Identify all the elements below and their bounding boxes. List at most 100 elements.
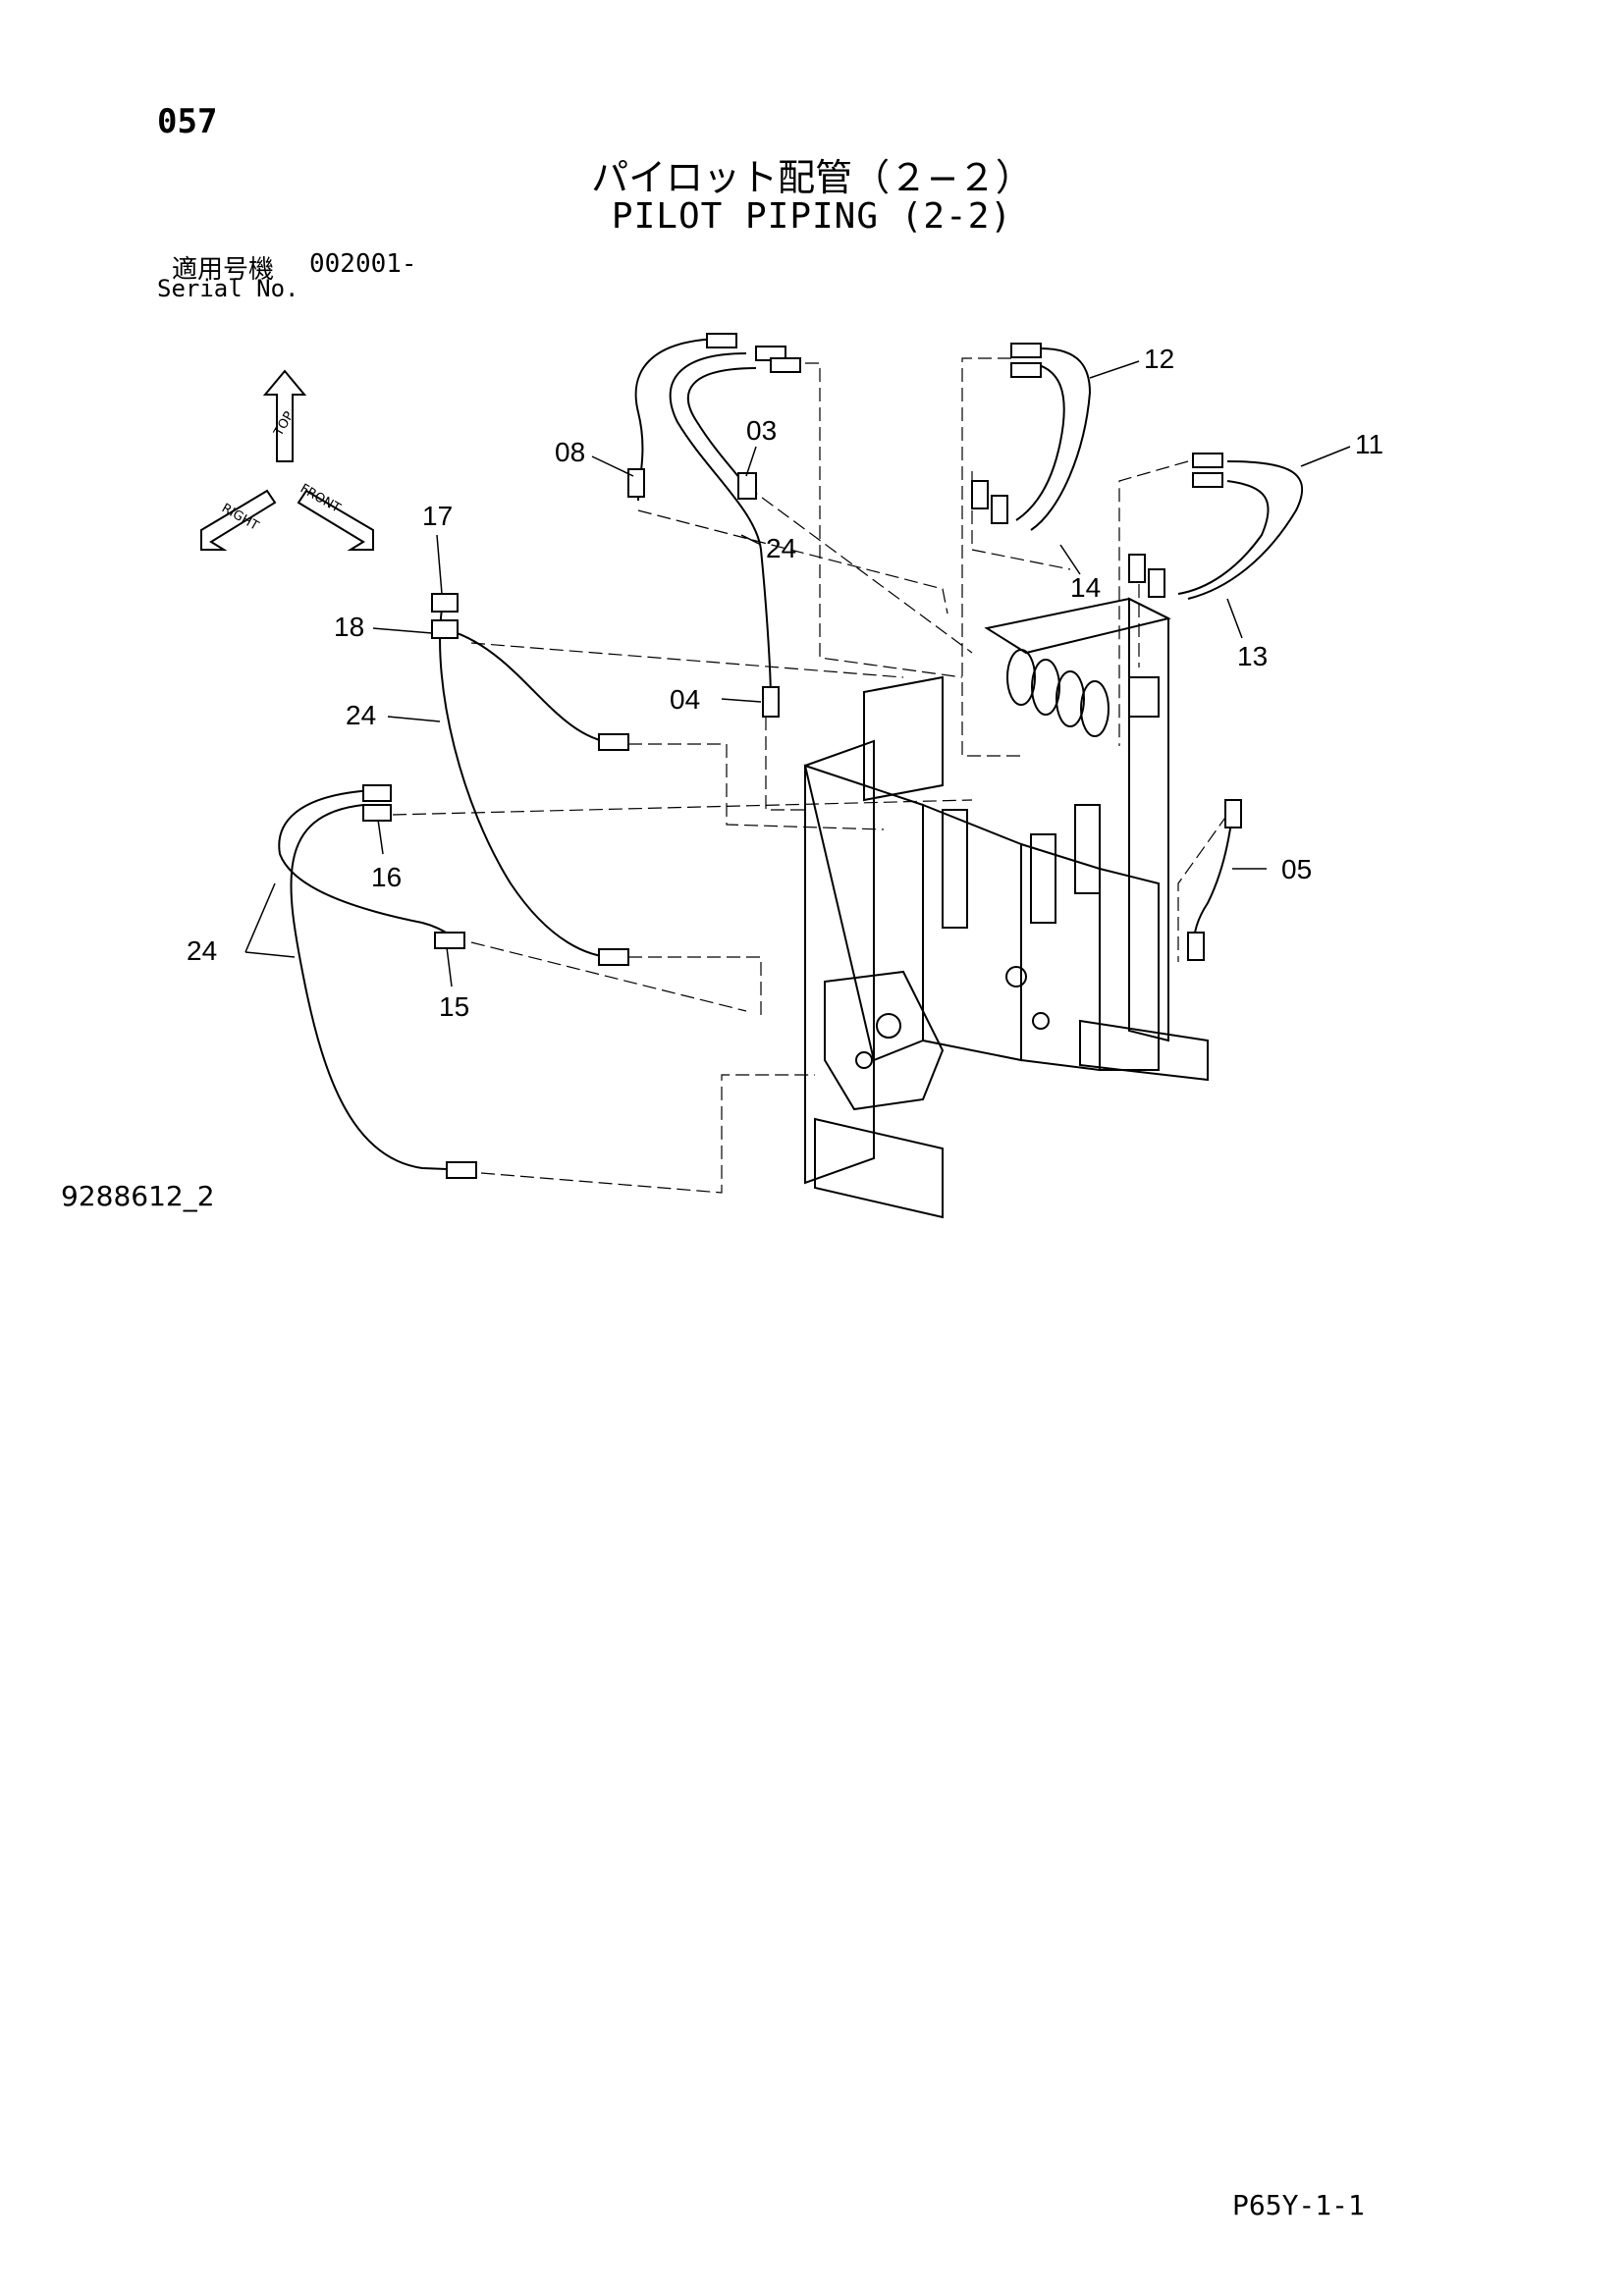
leader-24a [740, 534, 762, 546]
serial-value: 002001- [309, 249, 417, 279]
fitting-12-a [1010, 343, 1042, 358]
fitting-04 [762, 686, 780, 718]
spool-cap-3 [1074, 804, 1101, 894]
leader-hose-05 [1177, 814, 1228, 962]
leader-04 [721, 698, 762, 703]
valve-end-plate [824, 970, 945, 1111]
leader-hose-03 [745, 485, 973, 654]
pilot-block [863, 675, 944, 802]
valve-section-4 [1099, 867, 1160, 1071]
callout-18: 18 [334, 612, 364, 642]
fitting-top-3 [770, 357, 801, 373]
leader-18 [372, 627, 433, 634]
solenoid-coil-4 [1080, 680, 1110, 737]
valve-section-1 [803, 764, 924, 1062]
solenoid-bracket-top [984, 597, 1171, 655]
fitting-17 [431, 593, 459, 613]
callout-24-top: 24 [766, 533, 796, 563]
callout-16: 16 [371, 862, 402, 892]
drawing-number: 9288612_2 [61, 1180, 215, 1212]
fitting-11-a [1192, 453, 1223, 468]
hose-24-left [439, 608, 615, 958]
solenoid-coil-3 [1056, 670, 1085, 727]
fitting-18 [431, 619, 459, 639]
connection-leaders [392, 357, 1228, 1194]
leader-hose-08 [637, 509, 948, 614]
valve-main-block [804, 739, 875, 1185]
leader-17 [436, 534, 443, 595]
page-number: 057 [157, 102, 218, 141]
leader-hose-04 [765, 697, 810, 811]
solenoid-coil-1 [1006, 649, 1036, 706]
section-port-1 [1005, 966, 1027, 988]
support-bracket [1128, 597, 1169, 1042]
valve-section-2 [922, 803, 1022, 1062]
fitting-13-b [1148, 568, 1165, 598]
top-arrow [262, 369, 307, 462]
fitting-11-b [1192, 472, 1223, 488]
callout-13: 13 [1237, 641, 1268, 671]
solenoid-coil-2 [1031, 659, 1060, 716]
front-arrow [297, 489, 374, 551]
leader-08 [591, 455, 634, 477]
callout-leaders [244, 360, 1351, 988]
leader-hose-16 [392, 799, 973, 816]
solenoid-valve-bank [1006, 649, 1160, 737]
leader-hose-upper-left [628, 743, 885, 830]
fitting-13-a [1128, 554, 1146, 583]
title-english: PILOT PIPING (2-2) [611, 196, 1013, 237]
valve-section-3 [1020, 842, 1101, 1072]
spool-cap-2 [1030, 833, 1056, 924]
leader-11 [1300, 446, 1351, 467]
fitting-24-long-end [446, 1161, 477, 1179]
fitting-05-top [1224, 799, 1242, 828]
title-japanese: パイロット配管（２−２） [591, 156, 1033, 199]
serial-label-english: Serial No. [157, 275, 299, 302]
callout-24-left: 24 [187, 935, 217, 966]
fitting-05-bottom [1187, 932, 1205, 961]
leader-hose-15 [470, 941, 747, 1012]
fitting-03 [737, 472, 757, 500]
callout-05: 05 [1281, 854, 1312, 884]
fitting-14-b [991, 495, 1008, 524]
leader-hose-24-long [480, 1074, 815, 1194]
orientation-indicator: TOP RIGHT FRONT [200, 369, 374, 551]
leader-12 [1089, 360, 1140, 379]
orientation-front-label: FRONT [298, 481, 343, 515]
fitting-24-left-end [598, 948, 629, 966]
fitting-18-end [598, 733, 629, 751]
callout-08: 08 [555, 437, 585, 467]
mounting-foot-left [814, 1117, 944, 1219]
fitting-top-1 [706, 333, 737, 348]
leader-16 [377, 819, 384, 855]
hose-12 [1030, 347, 1092, 531]
hose-11 [1187, 460, 1303, 600]
callout-24-mid: 24 [346, 700, 376, 730]
leader-24b [387, 716, 441, 722]
fitting-12-b [1010, 362, 1042, 378]
hose-18 [441, 627, 615, 744]
callout-04: 04 [670, 684, 700, 715]
callout-14: 14 [1070, 572, 1101, 603]
end-plate-port [876, 1013, 901, 1039]
right-arrow [200, 489, 277, 551]
spool-cap-1 [942, 809, 968, 929]
callout-11: 11 [1355, 429, 1383, 459]
hose-fittings [362, 333, 1242, 1179]
solenoid-connector [1128, 676, 1160, 718]
leader-24c-2 [244, 951, 296, 958]
leader-hose-11 [1118, 460, 1189, 746]
control-valve-assembly [803, 597, 1209, 1219]
hose-24-top [669, 352, 772, 703]
mounting-foot-right [1079, 1019, 1209, 1082]
callout-17: 17 [422, 501, 453, 531]
footer-code: P65Y-1-1 [1232, 2189, 1365, 2221]
hose-13 [1177, 480, 1270, 595]
leader-hose-18 [470, 642, 904, 678]
callout-15: 15 [439, 991, 469, 1022]
leader-15 [446, 946, 453, 988]
fitting-15 [434, 932, 465, 949]
callout-03: 03 [746, 415, 777, 446]
callout-numbers: 08 03 24 04 17 18 24 16 24 15 12 14 11 1… [187, 344, 1383, 1022]
